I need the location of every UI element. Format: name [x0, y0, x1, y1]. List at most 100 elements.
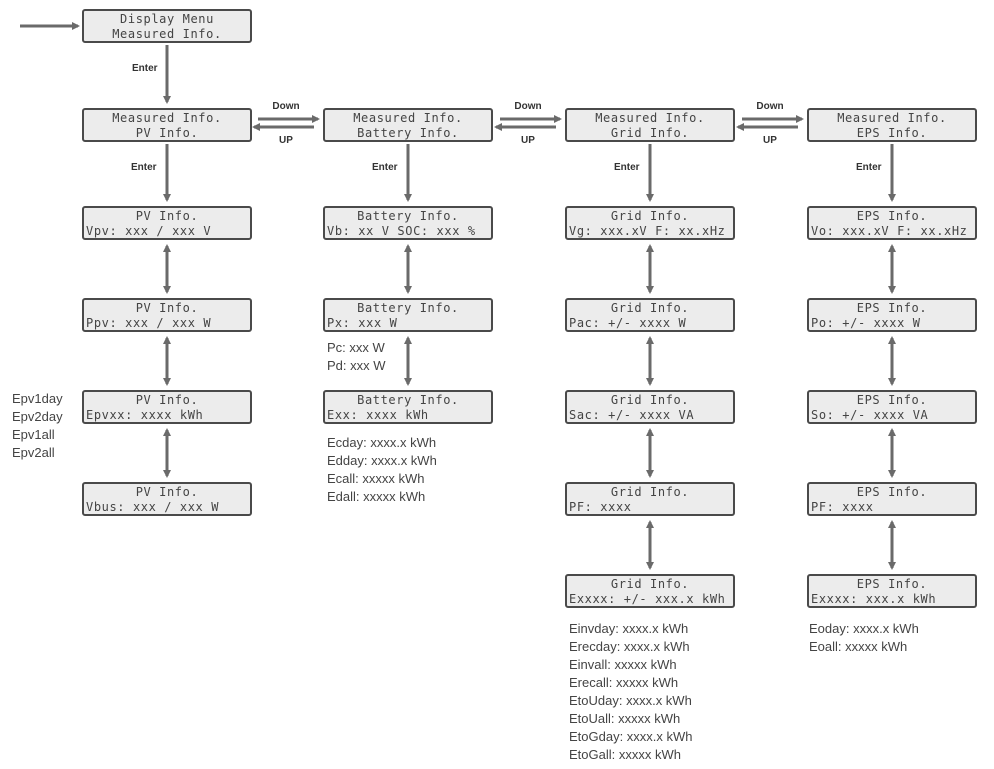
- eps-voltage-frequency-box: EPS Info. Vo: xxx.xV F: xx.xHz: [807, 206, 977, 240]
- box-title: Measured Info.: [595, 111, 705, 125]
- note-line: Pd: xxx W: [327, 358, 386, 373]
- box-title: EPS Info.: [856, 577, 928, 591]
- enter-label: Enter: [132, 63, 158, 74]
- pv-info-header-box: Measured Info. PV Info.: [82, 108, 252, 142]
- eps-energy-variants: Eoday: xxxx.x kWh Eoall: xxxxx kWh: [809, 620, 919, 656]
- box-subtitle: PV Info.: [135, 126, 199, 140]
- eps-info-header-box: Measured Info. EPS Info.: [807, 108, 977, 142]
- battery-info-header-box: Measured Info. Battery Info.: [323, 108, 493, 142]
- display-menu-box: Display Menu Measured Info.: [82, 9, 252, 43]
- up-label: UP: [763, 135, 777, 146]
- grid-energy-box: Grid Info. Exxxx: +/- xxx.x kWh: [565, 574, 735, 608]
- pv-voltage-box: PV Info. Vpv: xxx / xxx V: [82, 206, 252, 240]
- note-line: Epv2all: [12, 445, 55, 460]
- box-title: EPS Info.: [856, 393, 928, 407]
- box-title: Grid Info.: [610, 301, 690, 315]
- note-line: Einvday: xxxx.x kWh: [569, 621, 689, 636]
- box-value: Vo: xxx.xV F: xx.xHz: [811, 224, 968, 238]
- box-value: Vb: xx V SOC: xxx %: [327, 224, 476, 238]
- box-title: EPS Info.: [856, 209, 928, 223]
- box-value: So: +/- xxxx VA: [811, 408, 929, 422]
- note-line: Edall: xxxxx kWh: [327, 489, 426, 504]
- box-value: Exxxx: +/- xxx.x kWh: [569, 592, 726, 606]
- down-label: Down: [756, 101, 783, 112]
- battery-energy-box: Battery Info. Exx: xxxx kWh: [323, 390, 493, 424]
- box-value: Sac: +/- xxxx VA: [569, 408, 695, 422]
- box-value: PF: xxxx: [569, 500, 632, 514]
- box-value: Epvxx: xxxx kWh: [86, 408, 204, 422]
- box-value: Vbus: xxx / xxx W: [86, 500, 220, 514]
- box-title: Battery Info.: [357, 301, 459, 315]
- note-line: Epv1all: [12, 427, 55, 442]
- box-value: Exxxx: xxx.x kWh: [811, 592, 937, 606]
- note-line: Ecday: xxxx.x kWh: [327, 435, 437, 450]
- box-title: Grid Info.: [610, 577, 690, 591]
- grid-energy-variants: Einvday: xxxx.x kWh Erecday: xxxx.x kWh …: [569, 620, 693, 764]
- box-subtitle: Battery Info.: [357, 126, 459, 140]
- box-title: Grid Info.: [610, 393, 690, 407]
- up-label: UP: [521, 135, 535, 146]
- grid-apparent-power-box: Grid Info. Sac: +/- xxxx VA: [565, 390, 735, 424]
- box-value: Pac: +/- xxxx W: [569, 316, 687, 330]
- box-title: EPS Info.: [856, 301, 928, 315]
- battery-voltage-soc-box: Battery Info. Vb: xx V SOC: xxx %: [323, 206, 493, 240]
- note-line: Epv1day: [12, 391, 63, 406]
- note-line: EtoGall: xxxxx kWh: [569, 747, 681, 762]
- note-line: Eoall: xxxxx kWh: [809, 639, 908, 654]
- down-label: Down: [514, 101, 541, 112]
- box-subtitle: Measured Info.: [112, 27, 222, 41]
- note-line: Erecday: xxxx.x kWh: [569, 639, 690, 654]
- box-title: PV Info.: [135, 485, 199, 499]
- box-title: Grid Info.: [610, 485, 690, 499]
- pv-power-box: PV Info. Ppv: xxx / xxx W: [82, 298, 252, 332]
- note-line: EtoGday: xxxx.x kWh: [569, 729, 693, 744]
- eps-active-power-box: EPS Info. Po: +/- xxxx W: [807, 298, 977, 332]
- box-title: Battery Info.: [357, 209, 459, 223]
- box-title: Grid Info.: [610, 209, 690, 223]
- eps-energy-box: EPS Info. Exxxx: xxx.x kWh: [807, 574, 977, 608]
- up-label: UP: [279, 135, 293, 146]
- box-title: EPS Info.: [856, 485, 928, 499]
- box-title: Display Menu: [120, 12, 214, 26]
- box-subtitle: EPS Info.: [856, 126, 928, 140]
- box-value: Exx: xxxx kWh: [327, 408, 429, 422]
- box-title: PV Info.: [135, 393, 199, 407]
- box-value: Ppv: xxx / xxx W: [86, 316, 212, 330]
- note-line: Einvall: xxxxx kWh: [569, 657, 677, 672]
- box-title: Measured Info.: [112, 111, 222, 125]
- box-title: Measured Info.: [837, 111, 947, 125]
- box-value: Vpv: xxx / xxx V: [86, 224, 212, 238]
- box-title: PV Info.: [135, 301, 199, 315]
- note-line: Eoday: xxxx.x kWh: [809, 621, 919, 636]
- battery-power-box: Battery Info. Px: xxx W: [323, 298, 493, 332]
- box-value: Px: xxx W: [327, 316, 398, 330]
- battery-power-variants: Pc: xxx W Pd: xxx W: [327, 339, 386, 375]
- enter-label: Enter: [372, 162, 398, 173]
- grid-voltage-frequency-box: Grid Info. Vg: xxx.xV F: xx.xHz: [565, 206, 735, 240]
- pv-energy-variants: Epv1day Epv2day Epv1all Epv2all: [12, 390, 63, 462]
- grid-active-power-box: Grid Info. Pac: +/- xxxx W: [565, 298, 735, 332]
- note-line: EtoUall: xxxxx kWh: [569, 711, 681, 726]
- box-title: Measured Info.: [353, 111, 463, 125]
- note-line: Ecall: xxxxx kWh: [327, 471, 425, 486]
- grid-power-factor-box: Grid Info. PF: xxxx: [565, 482, 735, 516]
- note-line: EtoUday: xxxx.x kWh: [569, 693, 692, 708]
- pv-energy-box: PV Info. Epvxx: xxxx kWh: [82, 390, 252, 424]
- eps-apparent-power-box: EPS Info. So: +/- xxxx VA: [807, 390, 977, 424]
- enter-label: Enter: [131, 162, 157, 173]
- box-value: PF: xxxx: [811, 500, 874, 514]
- box-title: Battery Info.: [357, 393, 459, 407]
- down-label: Down: [272, 101, 299, 112]
- box-value: Po: +/- xxxx W: [811, 316, 921, 330]
- battery-energy-variants: Ecday: xxxx.x kWh Edday: xxxx.x kWh Ecal…: [327, 434, 437, 506]
- pv-bus-voltage-box: PV Info. Vbus: xxx / xxx W: [82, 482, 252, 516]
- box-title: PV Info.: [135, 209, 199, 223]
- note-line: Edday: xxxx.x kWh: [327, 453, 437, 468]
- note-line: Pc: xxx W: [327, 340, 385, 355]
- eps-power-factor-box: EPS Info. PF: xxxx: [807, 482, 977, 516]
- grid-info-header-box: Measured Info. Grid Info.: [565, 108, 735, 142]
- enter-label: Enter: [614, 162, 640, 173]
- note-line: Epv2day: [12, 409, 63, 424]
